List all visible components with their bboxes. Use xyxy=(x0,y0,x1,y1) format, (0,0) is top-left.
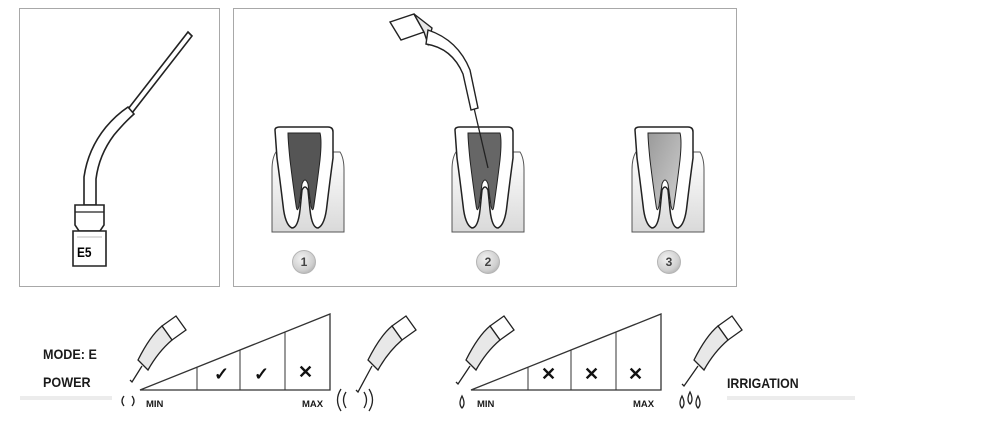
tip-panel xyxy=(19,8,220,287)
tooth-3-illustration xyxy=(631,126,705,233)
handpiece-high-power-icon xyxy=(336,315,417,412)
handpiece-high-water-icon xyxy=(679,315,743,409)
procedure-illustration xyxy=(271,13,705,233)
irrigation-min-label: MIN xyxy=(477,399,495,410)
power-scale-wedge xyxy=(139,313,331,391)
irrigation-label: IRRIGATION xyxy=(727,375,799,391)
handpiece-low-water-icon xyxy=(455,315,515,409)
mode-label: MODE: E xyxy=(43,346,97,362)
irrigation-mark-2: ✕ xyxy=(541,364,557,384)
power-mark-4: ✕ xyxy=(298,362,314,382)
power-max-label: MAX xyxy=(302,399,324,410)
step-1-badge: 1 xyxy=(292,250,316,274)
irrigation-max-label: MAX xyxy=(633,399,655,410)
irrigation-mark-3: ✕ xyxy=(584,364,600,384)
handpiece-low-power-icon xyxy=(121,315,187,407)
ultrasonic-tip-illustration xyxy=(72,30,194,267)
tooth-2-illustration xyxy=(388,13,525,233)
step-2-badge: 2 xyxy=(476,250,500,274)
power-mark-3: ✓ xyxy=(254,364,270,384)
tip-code-label: E5 xyxy=(77,244,92,260)
irrigation-scale-wedge xyxy=(470,313,662,391)
irrigation-mark-4: ✕ xyxy=(628,364,644,384)
tooth-1-illustration xyxy=(271,126,345,233)
power-min-label: MIN xyxy=(146,399,164,410)
power-label: POWER xyxy=(43,374,91,390)
step-3-badge: 3 xyxy=(657,250,681,274)
power-mark-2: ✓ xyxy=(214,364,230,384)
